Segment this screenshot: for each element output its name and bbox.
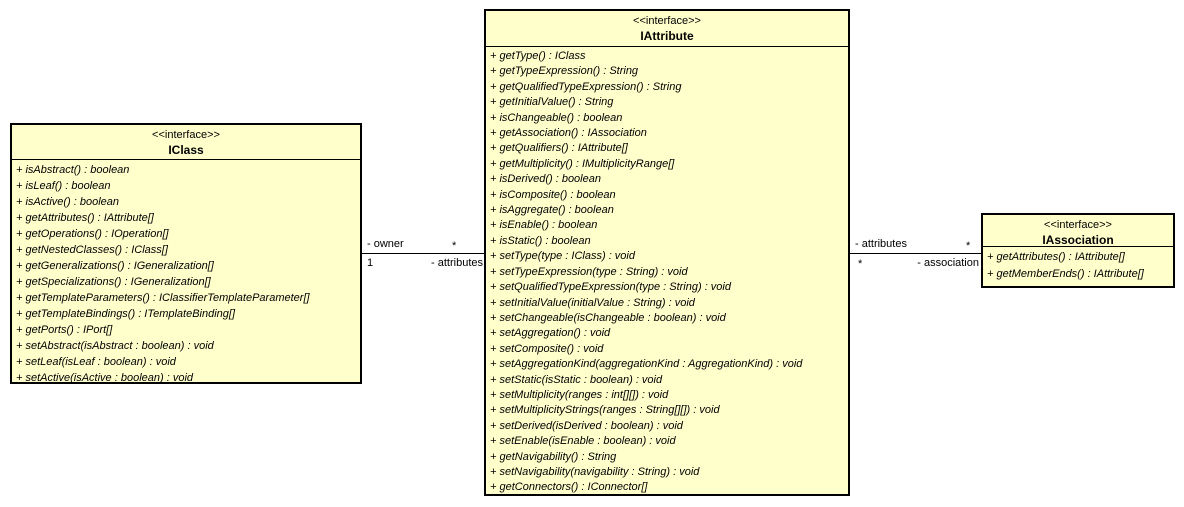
method-item: + getQualifiedTypeExpression() : String	[490, 80, 682, 93]
method-item: + setAbstract(isAbstract : boolean) : vo…	[16, 340, 214, 352]
method-item: + isStatic() : boolean	[490, 234, 591, 247]
class-header-iclass: <<interface>> IClass	[12, 125, 360, 160]
class-name: IClass	[168, 143, 204, 157]
method-item: + isAbstract() : boolean	[16, 164, 130, 176]
method-item: + getTypeExpression() : String	[490, 65, 639, 78]
method-item: + isActive() : boolean	[16, 196, 120, 208]
class-header-iassociation: <<interface>> IAssociation	[983, 215, 1173, 247]
multiplicity-label-star: *	[452, 240, 457, 252]
method-item: + getPorts() : IPort[]	[16, 324, 113, 336]
method-item: + setStatic(isStatic : boolean) : void	[490, 373, 663, 386]
method-item: + setActive(isActive : boolean) : void	[16, 372, 193, 384]
stereotype-label: <<interface>>	[633, 15, 701, 27]
method-item: + isEnable() : boolean	[490, 219, 598, 232]
method-item: + setInitialValue(initialValue : String)…	[490, 296, 695, 309]
method-item: + setNavigability(navigability : String)…	[490, 465, 700, 478]
multiplicity-label-star: *	[966, 240, 971, 252]
role-label-attributes: - attributes	[431, 257, 483, 269]
method-item: + setLeaf(isLeaf : boolean) : void	[16, 356, 176, 368]
class-header-iattribute: <<interface>> IAttribute	[486, 11, 848, 47]
method-item: + setQualifiedTypeExpression(type : Stri…	[490, 281, 731, 294]
association-line-iattribute-iassociation[interactable]	[850, 253, 981, 254]
method-item: + getSpecializations() : IGeneralization…	[16, 276, 211, 288]
method-item: + setAggregationKind(aggregationKind : A…	[490, 358, 803, 371]
method-item: + getTemplateParameters() : IClassifierT…	[16, 292, 310, 304]
stereotype-label: <<interface>>	[1044, 219, 1112, 231]
method-item: + getNavigability() : String	[490, 450, 617, 463]
method-item: + setChangeable(isChangeable : boolean) …	[490, 311, 726, 324]
method-item: + getOperations() : IOperation[]	[16, 228, 169, 240]
method-item: + setDerived(isDerived : boolean) : void	[490, 419, 683, 432]
method-item: + setType(type : IClass) : void	[490, 250, 635, 263]
method-item: + isDerived() : boolean	[490, 173, 601, 186]
multiplicity-label-star: *	[858, 258, 863, 270]
class-name: IAssociation	[1042, 233, 1114, 247]
method-item: + setMultiplicity(ranges : int[][]) : vo…	[490, 388, 669, 401]
method-item: + getAttributes() : IAttribute[]	[16, 212, 154, 224]
method-item: + getTemplateBindings() : ITemplateBindi…	[16, 308, 236, 320]
association-line-iclass-iattribute[interactable]	[362, 253, 484, 254]
method-item: + setTypeExpression(type : String) : voi…	[490, 265, 688, 278]
method-item: + getType() : IClass	[490, 50, 586, 62]
method-item: + getGeneralizations() : IGeneralization…	[16, 260, 214, 272]
role-label-owner: - owner	[367, 238, 404, 250]
class-box-iassociation[interactable]: <<interface>> IAssociation + getAttribut…	[981, 213, 1175, 288]
method-item: + isChangeable() : boolean	[490, 111, 623, 124]
method-list-iattribute: + getType() : IClass + getTypeExpression(…	[486, 47, 848, 496]
method-list-iclass: + isAbstract() : boolean + isLeaf() : boo…	[12, 160, 360, 386]
class-box-iattribute[interactable]: <<interface>> IAttribute + getType() : I…	[484, 9, 850, 496]
method-item: + setComposite() : void	[490, 342, 604, 355]
method-item: + isComposite() : boolean	[490, 188, 616, 201]
method-list-iassociation: + getAttributes() : IAttribute[] + getMem…	[983, 247, 1173, 283]
role-label-association: - association	[917, 257, 979, 269]
stereotype-label: <<interface>>	[152, 129, 220, 141]
method-item: + getMultiplicity() : IMultiplicityRange…	[490, 157, 675, 170]
multiplicity-label-one: 1	[367, 257, 374, 269]
method-item: + setAggregation() : void	[490, 327, 611, 340]
method-item: + getConnectors() : IConnector[]	[490, 481, 648, 494]
method-item: + getInitialValue() : String	[490, 96, 614, 109]
class-box-iclass[interactable]: <<interface>> IClass + isAbstract() : bo…	[10, 123, 362, 384]
class-name: IAttribute	[640, 29, 694, 43]
method-item: + getNestedClasses() : IClass[]	[16, 244, 168, 256]
method-item: + isAggregate() : boolean	[490, 204, 614, 217]
method-item: + getQualifiers() : IAttribute[]	[490, 142, 628, 155]
method-item: + getAttributes() : IAttribute[]	[987, 251, 1125, 263]
role-label-attributes: - attributes	[855, 238, 907, 250]
method-item: + setMultiplicityStrings(ranges : String…	[490, 404, 720, 417]
method-item: + isLeaf() : boolean	[16, 180, 111, 192]
method-item: + setEnable(isEnable : boolean) : void	[490, 435, 676, 448]
method-item: + getMemberEnds() : IAttribute[]	[987, 268, 1144, 280]
method-item: + getAssociation() : IAssociation	[490, 127, 647, 140]
